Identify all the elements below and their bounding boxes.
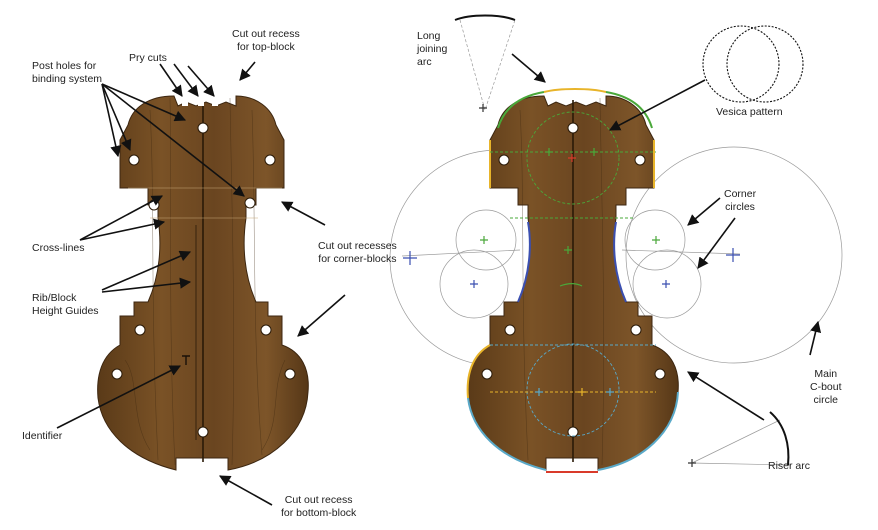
outline-arcs [466,88,679,473]
label-long-arc: Long joining arc [417,30,448,68]
right-callout-arrows [511,53,822,421]
post-holes-right [481,122,666,438]
label-vesica: Vesica pattern [716,106,783,118]
label-cut-top: Cut out recess for top-block [232,28,300,53]
label-rib-block: Rib/Block Height Guides [32,292,99,317]
label-main-cbout: Main C-bout circle [810,368,842,406]
label-cross-lines: Cross-lines [32,242,85,254]
label-post-holes: Post holes for binding system [32,60,103,85]
wood-grain-right [519,97,605,466]
right-mould [467,95,679,471]
wood-grain [124,97,286,466]
label-identifier: Identifier [22,430,63,442]
label-riser-arc: Riser arc [768,460,811,472]
identifier-mark [182,355,190,365]
left-callout-arrows [56,61,346,506]
riser-arc [769,411,790,466]
long-joining-arc [454,14,516,21]
label-cut-bottom: Cut out recess for bottom-block [281,494,357,519]
label-cut-corner: Cut out recesses for corner-blocks [318,240,397,265]
inner-dashed-circles [490,111,656,437]
label-pry-cuts: Pry cuts [129,52,167,64]
pry-cuts [182,100,218,106]
label-corner-circles: Corner circles [724,188,757,213]
post-holes [111,122,296,438]
center-crosses [403,104,740,467]
left-mould [97,95,309,471]
vesica-pattern [702,25,804,103]
